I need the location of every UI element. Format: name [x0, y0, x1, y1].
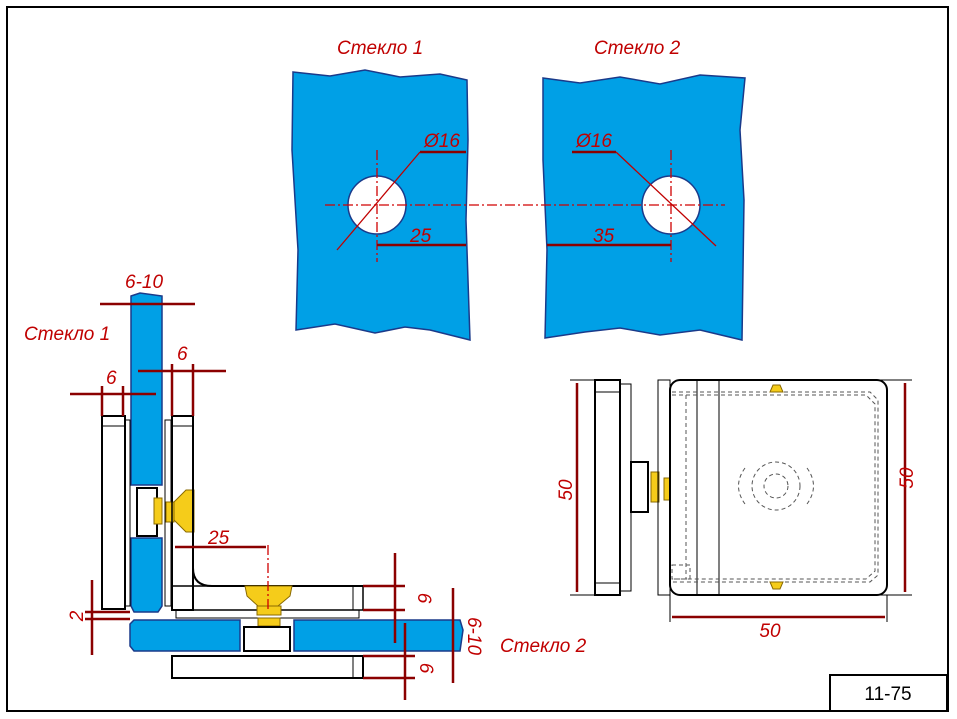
title-block — [829, 674, 948, 712]
leader-line — [615, 151, 717, 247]
glass2-label: Стекло 2 — [594, 38, 681, 59]
gap-dimension: 2 — [67, 610, 88, 622]
hole-outline — [751, 461, 801, 511]
plate-bottom — [171, 655, 364, 679]
fitting-side-plate — [594, 379, 621, 596]
fitting-views: 50 50 50 — [556, 379, 918, 642]
plate-left — [101, 415, 126, 610]
glass2-section-right — [293, 619, 464, 652]
top-view: Стекло 1 Стекло 2 Ø16 25 Ø16 35 — [291, 38, 746, 341]
fitting-front — [669, 379, 888, 596]
sheet-code: 11-75 — [864, 684, 911, 705]
fitting-height-right: 50 — [897, 467, 918, 489]
washer — [165, 501, 175, 523]
hole2-diameter: Ø16 — [575, 131, 612, 152]
hole1-diameter: Ø16 — [423, 131, 460, 152]
section-view: Стекло 1 Стекло 2 6-10 — [24, 272, 587, 700]
section-glass2-label: Стекло 2 — [500, 636, 587, 657]
glass1-section-upper — [130, 292, 163, 486]
plate-left-thickness: 6 — [106, 368, 117, 389]
section-glass1-label: Стекло 1 — [24, 324, 110, 345]
glass1-section-lower — [130, 537, 163, 613]
glass1-thickness: 6-10 — [125, 272, 163, 293]
glass1-label: Стекло 1 — [337, 38, 423, 59]
fitting-side-bolt — [630, 461, 649, 513]
glass2-section-left — [129, 619, 241, 652]
fitting-width: 50 — [759, 621, 781, 642]
hole2-offset: 35 — [593, 226, 615, 247]
leader-line — [336, 151, 421, 251]
l-bracket — [192, 416, 363, 587]
hole1-offset: 25 — [409, 226, 432, 247]
plate-top-thickness: 6 — [413, 593, 434, 604]
bolt-head-bottom — [243, 626, 291, 652]
plate-right-thickness: 6 — [177, 344, 188, 365]
section-hole-offset: 25 — [207, 528, 230, 549]
fitting-height-left: 50 — [556, 479, 577, 501]
plate-bottom-thickness: 6 — [415, 663, 436, 674]
drawing-frame — [6, 6, 949, 712]
bolt-shaft — [153, 497, 163, 525]
glass2-thickness: 6-10 — [463, 617, 484, 655]
